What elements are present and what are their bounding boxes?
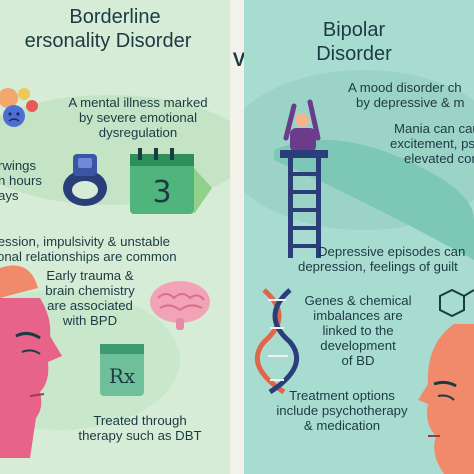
text-line: depression, feelings of guilt: [298, 259, 458, 274]
text-line: Mania can cau: [394, 121, 474, 136]
text-line: imbalances are: [313, 308, 403, 323]
bpd-causes-text: Early trauma & brain chemistry are assoc…: [40, 268, 140, 328]
text-line: brain chemistry: [45, 283, 135, 298]
bd-treatment-text: Treatment options include psychotherapy …: [262, 388, 422, 433]
text-line: & medication: [303, 418, 381, 433]
bd-panel: Bipolar Disorder A mood disorder ch by d…: [244, 0, 474, 474]
text-line: Treatment options: [289, 388, 395, 403]
bd-title: Bipolar Disorder: [274, 18, 434, 66]
bpd-treatment-text: Treated through therapy such as DBT: [60, 413, 220, 443]
text-line: with BPD: [62, 313, 118, 328]
text-line: n hours: [0, 173, 42, 188]
bpd-definition: A mental illness marked by severe emotio…: [46, 95, 230, 140]
face-profile-illustration: [418, 324, 474, 474]
bd-depression-text: Depressive episodes can depression, feel…: [298, 244, 465, 274]
text-line: by severe emotional: [78, 110, 198, 125]
slide-illustration: [280, 99, 328, 258]
text-line: elevated confid: [404, 151, 474, 166]
text-line: pression, impulsivity & unstable: [0, 234, 170, 249]
text-line: dysregulation: [98, 125, 178, 140]
brain-icon: [150, 281, 210, 330]
bpd-title-line1: Borderline: [69, 6, 161, 28]
text-line: excitement, psych: [390, 136, 474, 151]
pink-face-illustration: [0, 265, 62, 458]
bpd-panel: Borderline ersonality Disorder A mental …: [0, 0, 230, 474]
ring-icon: [63, 154, 107, 206]
bd-background-shapes: [244, 70, 474, 260]
text-line: linked to the: [322, 323, 394, 338]
text-line: therapy such as DBT: [78, 428, 202, 443]
text-line: of BD: [341, 353, 375, 368]
text-line: rsonal relationships are common: [0, 249, 177, 264]
text-line: ays: [0, 188, 19, 203]
bd-definition: A mood disorder ch by depressive & m: [348, 80, 464, 110]
text-line: Treated through: [93, 413, 187, 428]
text-line: development: [320, 338, 396, 353]
bpd-title-line2: ersonality Disorder: [24, 30, 192, 52]
rx-label: Rx: [109, 364, 136, 388]
molecule-icon: [439, 288, 474, 318]
calendar-digit: 3: [152, 175, 171, 210]
dna-icon: [254, 288, 300, 395]
panel-divider: [230, 0, 244, 474]
mood-faces-icon: [0, 88, 38, 127]
bpd-symptoms-text: pression, impulsivity & unstable rsonal …: [0, 234, 177, 264]
text-line: Depressive episodes can: [318, 244, 466, 259]
bpd-mood-swings-text: rwings n hours ays: [0, 158, 42, 203]
text-line: are associated: [47, 298, 133, 313]
text-line: by depressive & m: [356, 95, 465, 110]
text-line: A mental illness marked: [68, 95, 208, 110]
bd-title-line2: Disorder: [316, 43, 392, 65]
bd-mania-text: Mania can cau excitement, psych elevated…: [390, 121, 474, 166]
prescription-icon: Rx: [100, 344, 144, 396]
bd-title-line1: Bipolar: [322, 19, 386, 41]
calendar-icon: 3: [130, 148, 212, 214]
text-line: A mood disorder ch: [348, 80, 462, 95]
bd-causes-text: Genes & chemical imbalances are linked t…: [298, 293, 418, 368]
text-line: include psychotherapy: [276, 403, 408, 418]
bpd-title: Borderline ersonality Disorder: [0, 5, 230, 53]
text-line: Genes & chemical: [304, 293, 412, 308]
text-line: rwings: [0, 158, 37, 173]
text-line: Early trauma &: [46, 268, 134, 283]
